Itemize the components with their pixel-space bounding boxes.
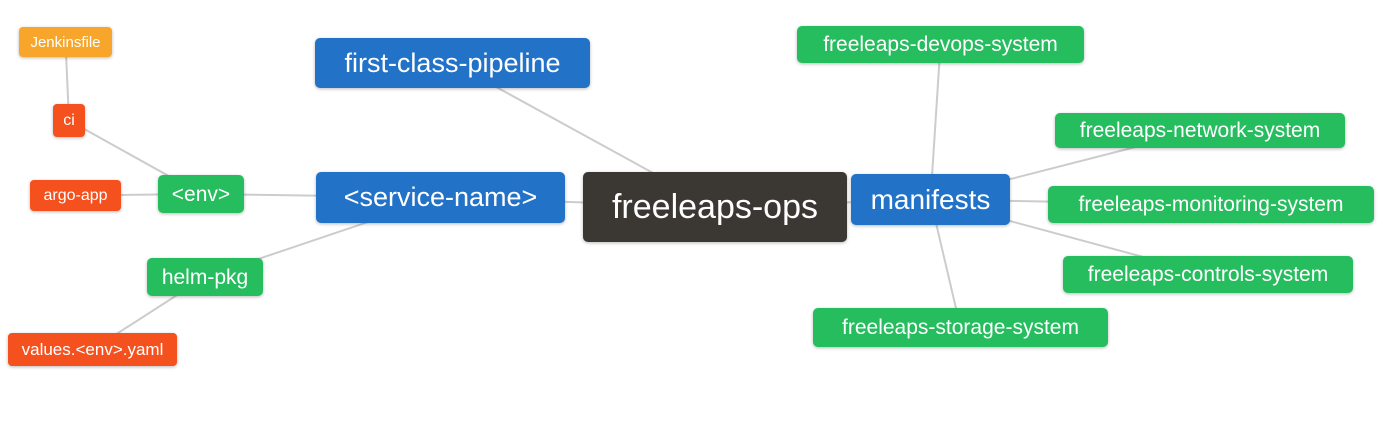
node-manifests[interactable]: manifests bbox=[851, 174, 1010, 225]
node-freeleaps-network-system[interactable]: freeleaps-network-system bbox=[1055, 113, 1345, 148]
node-freeleaps-storage-system[interactable]: freeleaps-storage-system bbox=[813, 308, 1108, 347]
node-freeleaps-devops-system[interactable]: freeleaps-devops-system bbox=[797, 26, 1084, 63]
node-first-class-pipeline[interactable]: first-class-pipeline bbox=[315, 38, 590, 88]
node-freeleaps-controls-system[interactable]: freeleaps-controls-system bbox=[1063, 256, 1353, 293]
node-helm-pkg[interactable]: helm-pkg bbox=[147, 258, 263, 296]
node-env[interactable]: <env> bbox=[158, 175, 244, 213]
node-freeleaps-monitoring-system[interactable]: freeleaps-monitoring-system bbox=[1048, 186, 1374, 223]
node-service-name[interactable]: <service-name> bbox=[316, 172, 565, 223]
node-freeleaps-ops-root[interactable]: freeleaps-ops bbox=[583, 172, 847, 242]
node-ci[interactable]: ci bbox=[53, 104, 85, 137]
node-jenkinsfile[interactable]: Jenkinsfile bbox=[19, 27, 112, 57]
node-values-env-yaml[interactable]: values.<env>.yaml bbox=[8, 333, 177, 366]
node-argo-app[interactable]: argo-app bbox=[30, 180, 121, 211]
